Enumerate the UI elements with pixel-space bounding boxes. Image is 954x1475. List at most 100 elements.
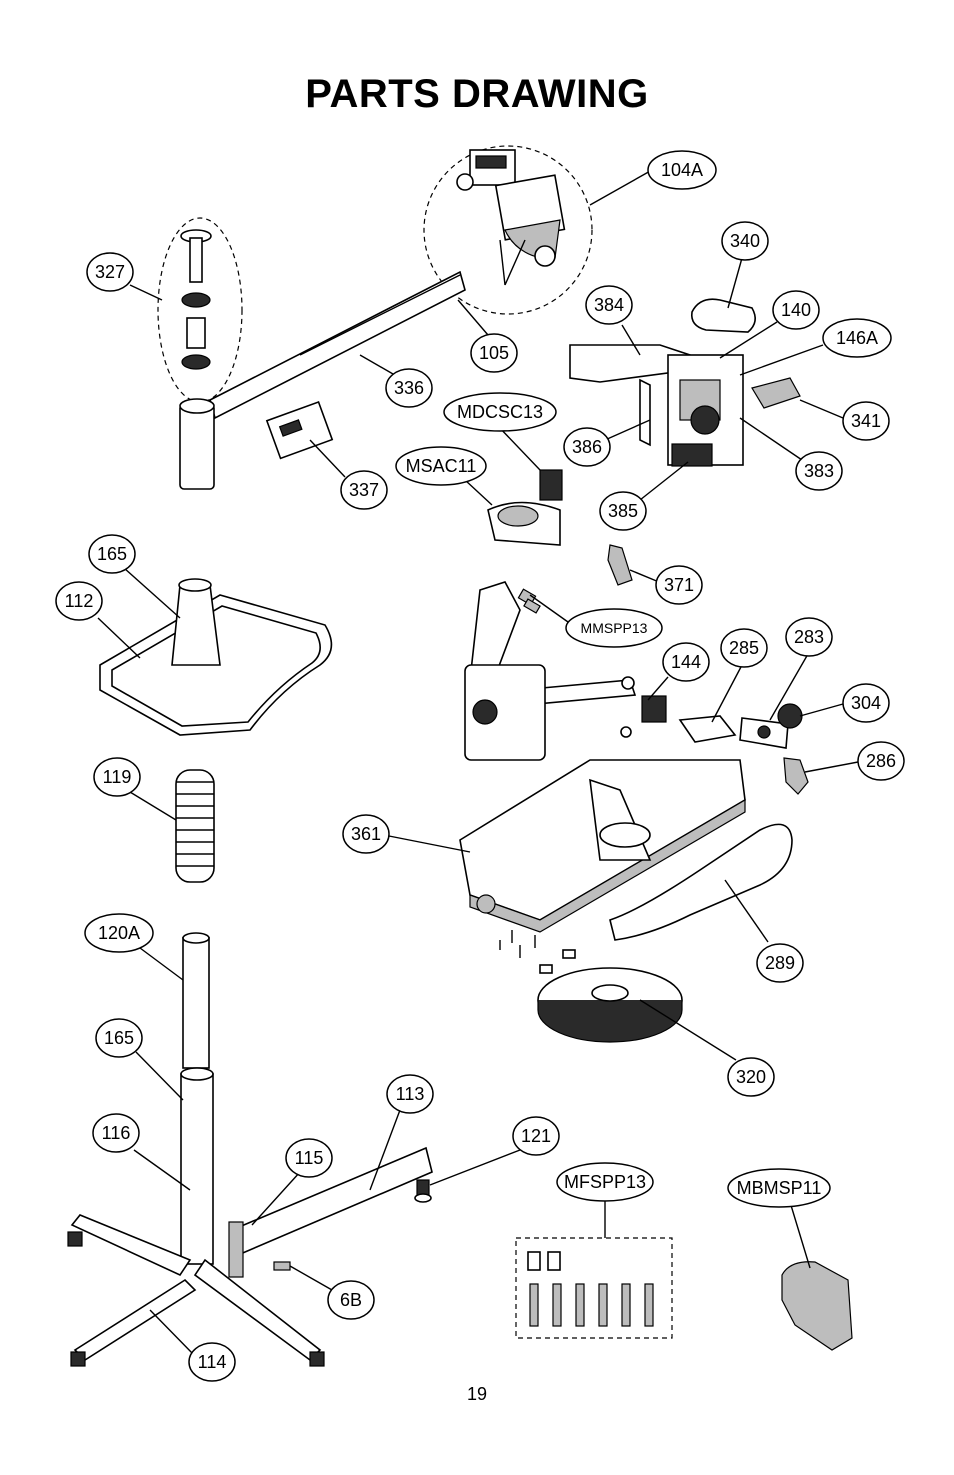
callout-336: 336: [385, 368, 433, 408]
part-113-arm: [228, 1146, 433, 1278]
callout-144: 144: [662, 642, 710, 682]
callout-label: 165: [97, 544, 127, 564]
part-MSAC11: [487, 501, 561, 546]
callout-label: 383: [804, 461, 834, 481]
callout-113: 113: [386, 1074, 434, 1114]
callout-label: MMSPP13: [581, 620, 648, 636]
part-119-spring: [175, 769, 215, 883]
callout-label: 165: [104, 1028, 134, 1048]
callout-386: 386: [563, 427, 611, 467]
part-116-lower-tube: [180, 1067, 214, 1265]
callout-361: 361: [342, 814, 390, 854]
callout-label: 327: [95, 262, 125, 282]
callout-MSAC11: MSAC11: [395, 446, 487, 486]
page-number: 19: [466, 1384, 488, 1404]
callout-label: 285: [729, 638, 759, 658]
part-114-base-legs: [67, 1214, 325, 1367]
callout-165-lower: 165: [95, 1018, 143, 1058]
callout-label: 386: [572, 437, 602, 457]
callout-165-upper: 165: [88, 534, 136, 574]
callout-label: 104A: [661, 160, 703, 180]
callout-label: 283: [794, 627, 824, 647]
part-336-rail: [179, 270, 466, 490]
part-104A-head-assembly: [423, 145, 593, 315]
callout-label: 121: [521, 1126, 551, 1146]
part-320-turntable: [537, 949, 683, 1043]
part-165-collar: [171, 578, 221, 666]
callout-120A: 120A: [84, 913, 154, 953]
part-MDCSC13: [539, 469, 563, 501]
callout-385: 385: [599, 491, 647, 531]
callout-label: 289: [765, 953, 795, 973]
part-383-upper-assembly: [569, 344, 744, 467]
callout-label: 286: [866, 751, 896, 771]
callout-label: 119: [103, 767, 132, 787]
callout-320: 320: [727, 1057, 775, 1097]
callout-283: 283: [785, 617, 833, 657]
callout-MMSPP13: MMSPP13: [565, 608, 663, 648]
callout-label: 146A: [836, 328, 878, 348]
callout-146A: 146A: [822, 318, 892, 358]
callout-121: 121: [512, 1116, 560, 1156]
callout-340: 340: [721, 221, 769, 261]
part-340-pad: [690, 298, 756, 333]
part-120A-column: [182, 932, 210, 1069]
callout-289: 289: [756, 943, 804, 983]
part-286-clip: [783, 757, 809, 795]
part-337-clamp: [265, 400, 334, 460]
callout-label: MBMSP11: [737, 1178, 822, 1198]
callout-label: 384: [594, 295, 624, 315]
callout-286: 286: [857, 741, 905, 781]
callout-label: MFSPP13: [564, 1172, 646, 1192]
part-121-foot: [414, 1179, 432, 1203]
callout-label: 336: [394, 378, 424, 398]
callout-label: 112: [65, 591, 94, 611]
callout-label: 340: [730, 231, 760, 251]
part-289-handle: [609, 823, 793, 941]
part-283-plate: [739, 717, 789, 749]
callout-label: 385: [608, 501, 638, 521]
part-MBMSP11-cover: [781, 1261, 853, 1351]
callout-6B: 6B: [327, 1280, 375, 1320]
callout-MFSPP13: MFSPP13: [556, 1162, 654, 1202]
callout-104A: 104A: [647, 150, 717, 190]
part-341-pad: [751, 377, 801, 409]
callout-MDCSC13: MDCSC13: [443, 392, 557, 432]
callout-285: 285: [720, 628, 768, 668]
callout-327: 327: [86, 252, 134, 292]
part-304-knob: [777, 703, 803, 729]
callout-label: 341: [851, 411, 881, 431]
callout-label: MSAC11: [406, 456, 477, 476]
callout-label: 304: [851, 693, 881, 713]
callout-label: 361: [351, 824, 381, 844]
callout-label: 144: [671, 652, 701, 672]
callout-115: 115: [285, 1138, 333, 1178]
callout-119: 119: [93, 757, 141, 797]
part-361-base: [459, 759, 746, 958]
callout-116: 116: [92, 1113, 140, 1153]
callout-label: 115: [295, 1148, 324, 1168]
part-327-spindle-set: [157, 217, 243, 403]
callout-label: 320: [736, 1067, 766, 1087]
callout-140: 140: [772, 290, 820, 330]
callout-112: 112: [55, 581, 103, 621]
callout-label: 116: [102, 1123, 131, 1143]
part-MFSPP13-set: [515, 1237, 673, 1339]
callout-label: 140: [781, 300, 811, 320]
part-center-arm-assembly: [464, 581, 637, 761]
callout-105: 105: [470, 333, 518, 373]
callout-label: 120A: [98, 923, 140, 943]
callout-341: 341: [842, 401, 890, 441]
part-6B-screw: [273, 1261, 291, 1271]
callout-337: 337: [340, 470, 388, 510]
callout-383: 383: [795, 451, 843, 491]
callout-label: 337: [349, 480, 379, 500]
callout-label: 6B: [340, 1290, 362, 1310]
part-144-block: [620, 695, 667, 738]
leader-lines: [97, 169, 859, 1356]
callout-371: 371: [655, 565, 703, 605]
callout-label: 371: [664, 575, 694, 595]
callout-114: 114: [188, 1342, 236, 1382]
callout-304: 304: [842, 683, 890, 723]
